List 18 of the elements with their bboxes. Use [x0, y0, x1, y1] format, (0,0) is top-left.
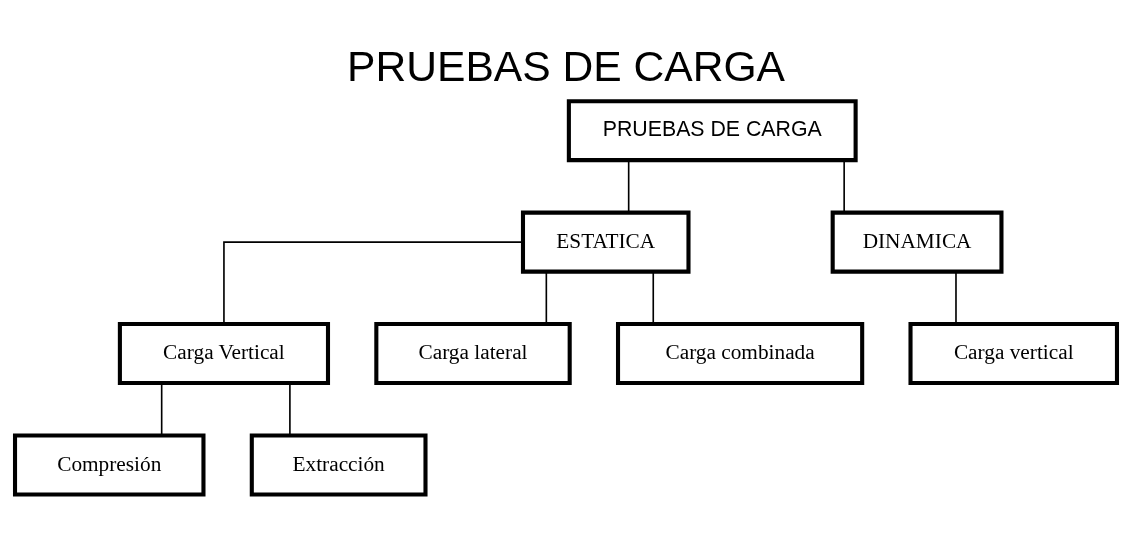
node-box: Carga lateral — [374, 321, 572, 386]
diagram-title: PRUEBAS DE CARGA — [347, 42, 785, 91]
connector — [160, 382, 163, 436]
node-box: Carga Vertical — [117, 321, 331, 386]
node-box: Extracción — [249, 433, 428, 497]
node-box: Carga combinada — [616, 321, 865, 386]
connector — [652, 271, 655, 325]
node-box: PRUEBAS DE CARGA — [566, 99, 858, 163]
node-box: Compresión — [12, 433, 206, 497]
connector — [843, 159, 845, 213]
node-box: Carga vertical — [908, 321, 1120, 386]
connector — [627, 159, 630, 213]
connector — [545, 271, 548, 325]
node-box: DINAMICA — [830, 210, 1004, 274]
connector — [955, 271, 957, 325]
connector — [289, 382, 291, 436]
connector — [223, 241, 524, 325]
node-box: ESTATICA — [520, 210, 691, 274]
